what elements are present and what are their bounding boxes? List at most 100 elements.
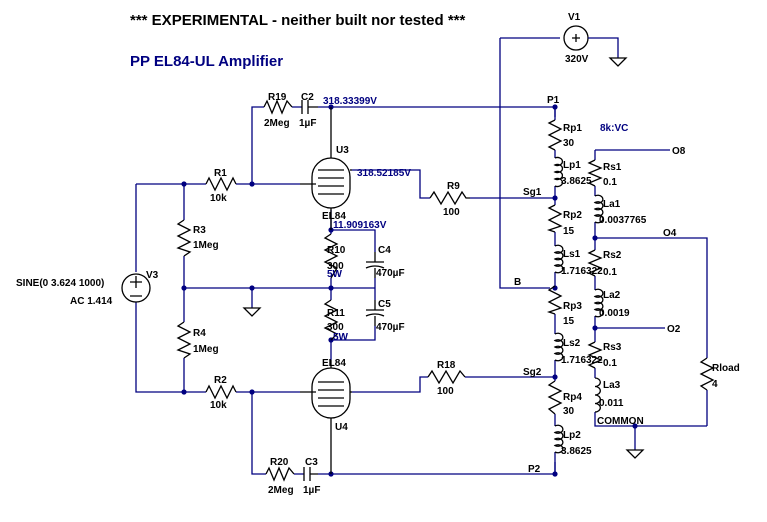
la3-name: La3: [603, 380, 621, 391]
net-o4: O4: [663, 228, 677, 239]
r19-resistor: [263, 99, 293, 115]
inductors: [553, 156, 604, 454]
r10-value: 300: [327, 261, 344, 272]
r3-name: R3: [193, 225, 206, 236]
net-p2: P2: [528, 464, 541, 475]
voltage-p1: 318.33399V: [323, 96, 377, 107]
v3-name: V3: [146, 270, 159, 281]
c2-name: C2: [301, 92, 314, 103]
la1-value: 0.0037765: [599, 215, 647, 226]
r20-resistor: [265, 466, 295, 482]
v3-ac: AC 1.414: [70, 296, 113, 307]
rp3-name: Rp3: [563, 301, 582, 312]
u3-type: EL84: [322, 211, 346, 222]
la1-inductor: [593, 194, 604, 224]
ls2-name: Ls2: [563, 338, 581, 349]
c5-capacitor: [365, 309, 385, 317]
ls1-value: 1.716322: [561, 266, 603, 277]
component-labels: R19 2Meg C2 1µF R1 10k R3 1Meg R4 1Meg R…: [193, 92, 740, 496]
r3-value: 1Meg: [193, 240, 219, 251]
r10-resistor: [323, 233, 339, 279]
rp1-resistor: [547, 119, 563, 151]
ls1-inductor: [553, 244, 564, 274]
r4-value: 1Meg: [193, 344, 219, 355]
v1-name: V1: [568, 12, 581, 23]
la1-name: La1: [603, 199, 621, 210]
r1-resistor: [205, 176, 237, 192]
c5-value: 470µF: [376, 322, 405, 333]
r9-resistor: [429, 190, 470, 206]
rp2-resistor: [546, 204, 563, 233]
resistors: [176, 99, 715, 482]
c2-value: 1µF: [299, 118, 316, 129]
rs1-value: 0.1: [603, 177, 617, 188]
la2-inductor: [593, 288, 604, 318]
r19-value: 2Meg: [264, 118, 290, 129]
r11-resistor: [323, 299, 339, 341]
net-o2: O2: [667, 324, 681, 335]
tube-u3: [300, 107, 352, 230]
junction-dots: [181, 104, 638, 477]
rp4-value: 30: [563, 406, 575, 417]
r4-name: R4: [193, 328, 206, 339]
la2-name: La2: [603, 290, 621, 301]
r19-name: R19: [268, 92, 287, 103]
r2-name: R2: [214, 375, 227, 386]
c5-name: C5: [378, 299, 391, 310]
net-p1: P1: [547, 95, 560, 106]
r10-name: R10: [327, 245, 346, 256]
rload-name: Rload: [712, 363, 740, 374]
r1-name: R1: [214, 168, 227, 179]
rs2-resistor: [587, 249, 603, 277]
net-sg2: Sg2: [523, 367, 542, 378]
net-labels: P1 P2 Sg1 Sg2 B O8 O4 O2 COMMON 8k:VC: [514, 95, 686, 475]
lp2-name: Lp2: [563, 430, 581, 441]
rp2-name: Rp2: [563, 210, 582, 221]
rp3-resistor: [546, 285, 563, 315]
la3-value: 0.011: [599, 398, 624, 409]
voltage-annotations: 318.33399V 318.52185V 11.909163V: [323, 96, 411, 231]
r10-power: 5W: [327, 269, 343, 280]
tube-u4: [300, 360, 352, 474]
ls2-value: 1.716322: [561, 355, 603, 366]
u4-name: U4: [335, 422, 348, 433]
voltage-cathode: 11.909163V: [333, 220, 387, 231]
u3-name: U3: [336, 145, 349, 156]
c3-name: C3: [305, 457, 318, 468]
la3-inductor: [594, 377, 601, 413]
r9-value: 100: [443, 207, 460, 218]
capacitors: [301, 100, 385, 481]
r18-resistor: [427, 369, 466, 385]
v1-value: 320V: [565, 54, 589, 65]
experimental-note: *** EXPERIMENTAL - neither built nor tes…: [130, 12, 465, 29]
v3-value: SINE(0 3.624 1000): [16, 278, 104, 289]
rs3-value: 0.1: [603, 358, 617, 369]
r11-name: R11: [327, 308, 345, 319]
rs1-resistor: [587, 159, 603, 187]
rs2-value: 0.1: [603, 267, 617, 278]
r3-resistor: [176, 219, 192, 257]
r1-value: 10k: [210, 193, 227, 204]
transformer-note: 8k:VC: [600, 123, 628, 134]
rs3-name: Rs3: [603, 342, 622, 353]
c4-name: C4: [378, 245, 391, 256]
r11-power: 5W: [333, 332, 349, 343]
r4-resistor: [176, 321, 192, 359]
lp1-inductor: [553, 156, 564, 188]
lp1-value: 3.8625: [561, 176, 592, 187]
ground-symbols: [242, 307, 645, 459]
lp2-value: 3.8625: [561, 446, 592, 457]
net-b: B: [514, 277, 521, 288]
la2-value: 0.0019: [599, 308, 630, 319]
rp4-name: Rp4: [563, 392, 582, 403]
c3-value: 1µF: [303, 485, 320, 496]
rs1-name: Rs1: [603, 162, 622, 173]
ls2-inductor: [553, 332, 564, 362]
r18-value: 100: [437, 386, 454, 397]
r2-value: 10k: [210, 400, 227, 411]
rload-resistor: [699, 357, 715, 391]
rs2-name: Rs2: [603, 250, 622, 261]
rp4-resistor: [547, 380, 563, 415]
u4-type: EL84: [322, 358, 346, 369]
